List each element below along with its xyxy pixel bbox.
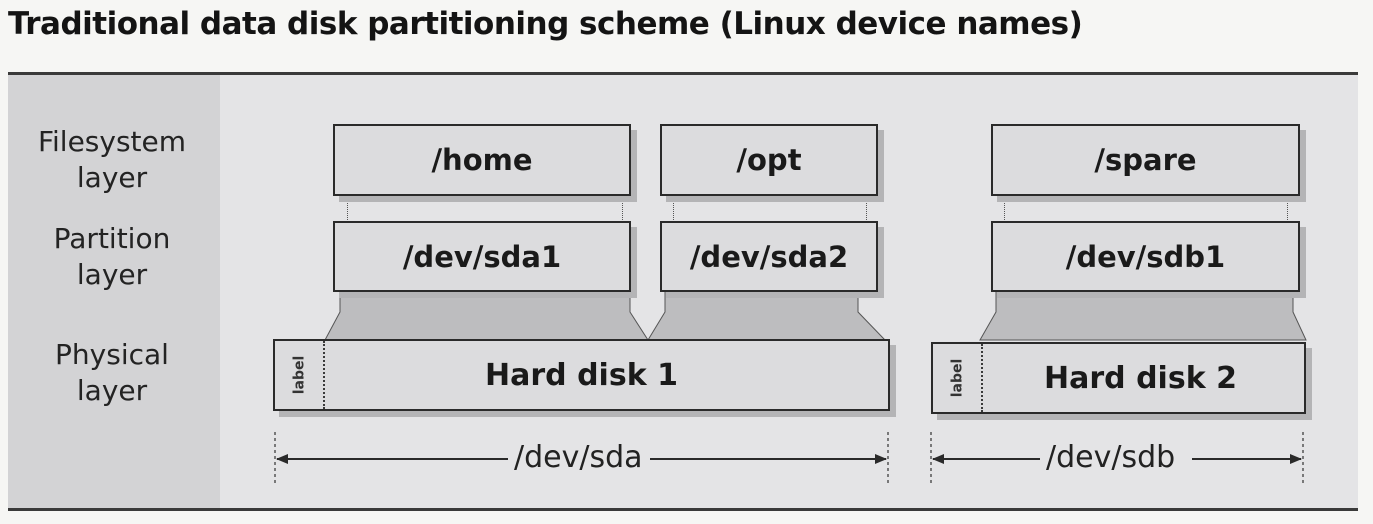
sdb-device-label: /dev/sdb [1040,440,1182,475]
spare-filesystem-label: /spare [1094,143,1197,177]
filesystem-layer-label: Filesystem layer [12,124,212,196]
hard-disk-1-label-tag: label [291,355,307,395]
sda2-partition-box: /dev/sda2 [660,221,878,292]
sda2-partition-label: /dev/sda2 [689,239,849,274]
physical-layer-label-line2: layer [76,374,148,407]
partition-layer-label-line1: Partition [53,222,171,255]
home-link-right [622,196,623,222]
filesystem-layer-label-line1: Filesystem [37,125,187,158]
sda-device-label: /dev/sda [508,440,649,475]
sda2-funnel [647,290,887,341]
sdb1-funnel [979,290,1307,341]
filesystem-layer-label-line2: layer [76,161,148,194]
hard-disk-1-name: Hard disk 1 [485,357,678,393]
bottom-rule [8,508,1358,511]
physical-layer-label: Physical layer [12,337,212,409]
spare-link-right [1287,196,1288,222]
figure-title: Traditional data disk partitioning schem… [8,6,1083,42]
partition-layer-label-line2: layer [76,258,148,291]
hard-disk-2-label-tag: label [949,358,965,398]
hard-disk-1-label-area: label [275,341,325,409]
hard-disk-2-name: Hard disk 2 [1044,360,1237,396]
sdb1-partition-label: /dev/sdb1 [1065,239,1226,274]
home-link-left [347,196,348,222]
hard-disk-2-label-area: label [933,344,983,412]
home-filesystem-label: /home [431,143,533,177]
home-filesystem-box: /home [333,124,631,196]
sdb1-partition-box: /dev/sdb1 [991,221,1300,292]
hard-disk-1-box: label Hard disk 1 [273,339,890,411]
top-rule [8,72,1358,75]
hard-disk-2-box: label Hard disk 2 [931,342,1306,414]
layer-label-column [8,75,220,508]
spare-filesystem-box: /spare [991,124,1300,196]
sda1-partition-label: /dev/sda1 [402,239,562,274]
physical-layer-label-line1: Physical [55,338,169,371]
opt-link-left [673,196,674,222]
partition-layer-label: Partition layer [12,221,212,293]
opt-filesystem-label: /opt [736,143,802,177]
spare-link-left [1004,196,1005,222]
opt-link-right [866,196,867,222]
opt-filesystem-box: /opt [660,124,878,196]
sda1-funnel [324,290,649,341]
sda1-partition-box: /dev/sda1 [333,221,631,292]
